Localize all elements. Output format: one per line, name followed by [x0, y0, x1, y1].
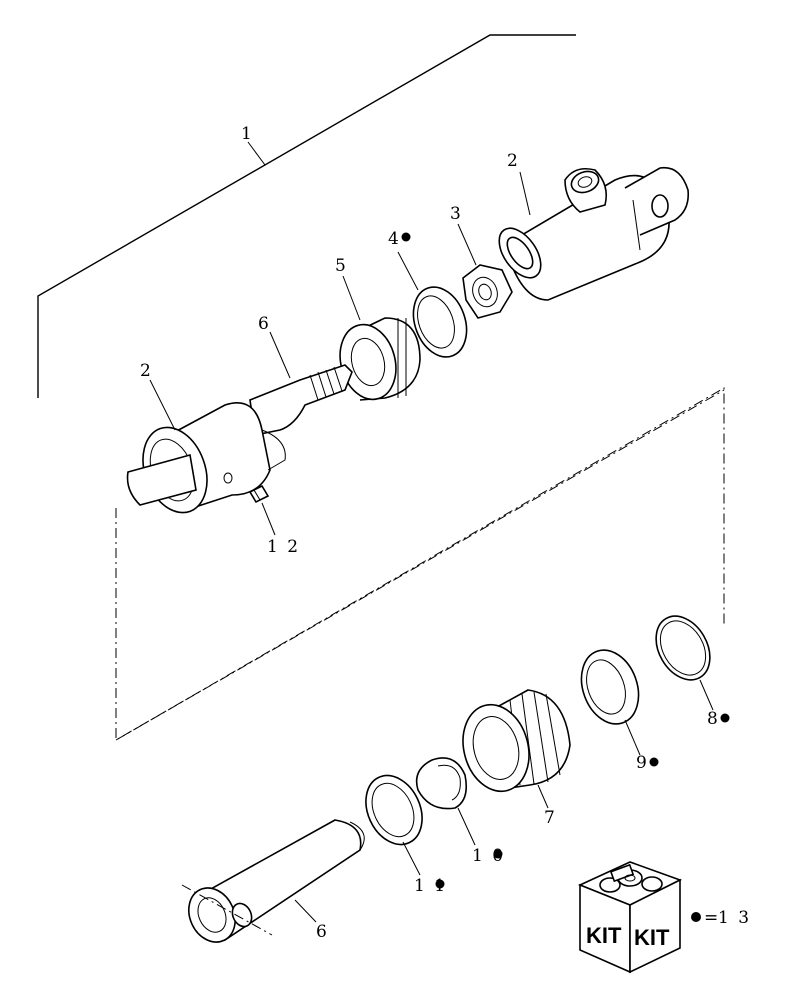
kit-marker-dot-4	[401, 232, 411, 242]
set-screw	[248, 484, 270, 504]
kit-legend-equals: =	[704, 908, 720, 928]
wear-ring-11	[365, 774, 423, 846]
kit-box-label-left: KIT	[586, 923, 622, 948]
piston-5	[339, 317, 421, 401]
o-ring-8	[655, 615, 711, 681]
leader-12	[261, 502, 276, 536]
leader-4	[397, 251, 419, 291]
snap-ring-10	[415, 757, 468, 810]
callout-1: 1	[241, 124, 254, 144]
alignment-dashdot-bottom	[115, 389, 725, 741]
callout-2-left: 2	[140, 361, 153, 381]
callout-9: 9	[636, 753, 649, 773]
seal-ring-4	[412, 286, 468, 358]
leader-2-top	[519, 171, 531, 216]
rod-end-top	[249, 364, 353, 436]
leader-3	[457, 223, 477, 266]
cylinder-barrel-left	[126, 402, 286, 514]
kit-marker-dot-10	[493, 849, 503, 859]
leader-9	[624, 719, 641, 756]
leader-11	[402, 841, 421, 876]
callout-6-top: 6	[258, 314, 271, 334]
callout-6-bottom: 6	[316, 922, 329, 942]
callout-5: 5	[335, 256, 348, 276]
alignment-dashdot-box	[115, 387, 725, 741]
kit-marker-dot-11	[435, 879, 445, 889]
callout-2-top: 2	[507, 151, 520, 171]
hex-nut	[462, 264, 513, 319]
piston-seal-7	[462, 689, 571, 793]
kit-marker-dot-9	[649, 757, 659, 767]
assembly-bracket-line	[37, 34, 576, 398]
kit-legend-ref: 1 3	[718, 908, 751, 928]
leader-2-left	[149, 379, 176, 431]
callout-7: 7	[544, 808, 557, 828]
leader-7	[537, 784, 549, 809]
callout-8: 8	[707, 709, 720, 729]
callout-3: 3	[450, 204, 463, 224]
callout-12: 1 2	[267, 537, 300, 557]
leader-8	[699, 679, 714, 711]
kit-legend-dot	[691, 912, 701, 922]
callout-4: 4	[388, 229, 401, 249]
kit-box-icon: KIT KIT	[577, 861, 683, 974]
leader-6-bottom	[294, 899, 317, 923]
leader-1	[247, 141, 266, 166]
kit-marker-dot-8	[720, 713, 730, 723]
leader-5	[342, 275, 361, 321]
backup-ring-9	[580, 649, 640, 725]
kit-box-label-right: KIT	[634, 925, 670, 950]
cylinder-barrel-top	[498, 166, 690, 301]
leader-6-top	[269, 331, 291, 379]
leader-10	[457, 807, 476, 846]
rod-bottom	[181, 819, 365, 943]
